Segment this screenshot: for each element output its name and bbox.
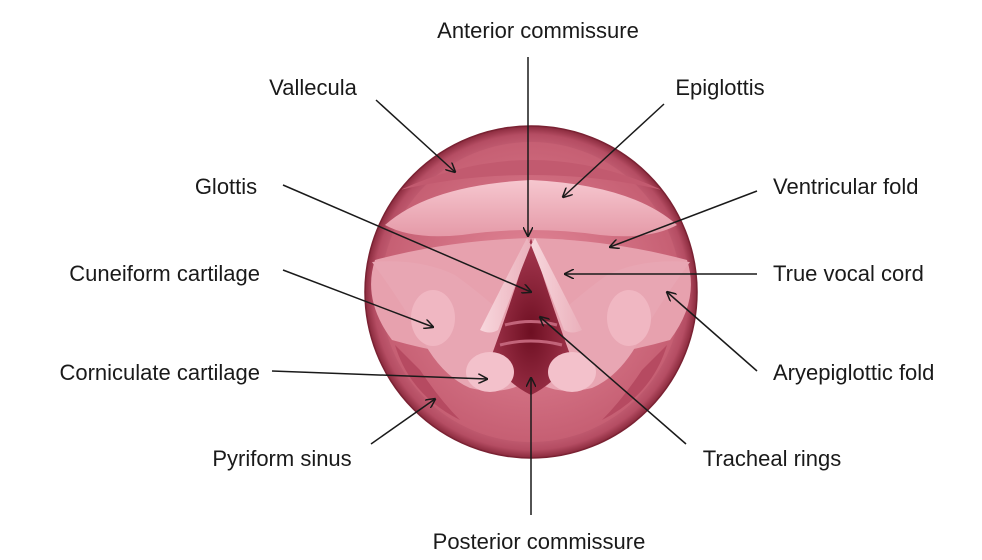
tracheal-ring — [504, 320, 558, 327]
leader-tracheal-rings — [540, 317, 687, 445]
cuneiform-bump-right — [607, 290, 651, 346]
vocal-cord-left — [480, 238, 531, 333]
leader-corniculate-cartilage — [271, 370, 487, 379]
label-pyriform-sinus: Pyriform sinus — [212, 446, 351, 471]
label-aryepiglottic-fold: Aryepiglottic fold — [773, 360, 934, 385]
labels: Anterior commissure Vallecula Epiglottis… — [59, 18, 934, 554]
label-tracheal-rings: Tracheal rings — [703, 446, 842, 471]
label-ventricular-fold: Ventricular fold — [773, 174, 919, 199]
tracheal-ring — [499, 339, 563, 347]
pyriform-sinus-right-shadow — [602, 345, 667, 420]
leader-lines — [271, 57, 758, 515]
leader-vallecula — [375, 99, 455, 172]
leader-epiglottis — [563, 103, 665, 197]
corniculate-bump-left — [466, 352, 514, 392]
cuneiform-bump-left — [411, 290, 455, 346]
vocal-cord-right — [531, 238, 582, 333]
glottic-airway — [490, 238, 572, 395]
label-corniculate-cartilage: Corniculate cartilage — [59, 360, 260, 385]
label-true-vocal-cord: True vocal cord — [773, 261, 924, 286]
label-glottis: Glottis — [195, 174, 257, 199]
label-epiglottis: Epiglottis — [675, 75, 764, 100]
leader-aryepiglottic-fold — [667, 292, 758, 372]
label-vallecula: Vallecula — [269, 75, 357, 100]
leader-ventricular-fold — [610, 190, 758, 247]
label-cuneiform-cartilage: Cuneiform cartilage — [69, 261, 260, 286]
label-posterior-commissure: Posterior commissure — [433, 529, 646, 554]
leader-glottis — [282, 184, 531, 292]
leader-pyriform-sinus — [370, 399, 435, 445]
label-anterior-commissure: Anterior commissure — [437, 18, 639, 43]
leader-cuneiform-cartilage — [282, 269, 433, 327]
vallecula-region — [400, 160, 662, 190]
pyriform-sinus-left-shadow — [395, 345, 460, 420]
corniculate-bump-right — [548, 352, 596, 392]
epiglottis-shape — [385, 180, 677, 237]
